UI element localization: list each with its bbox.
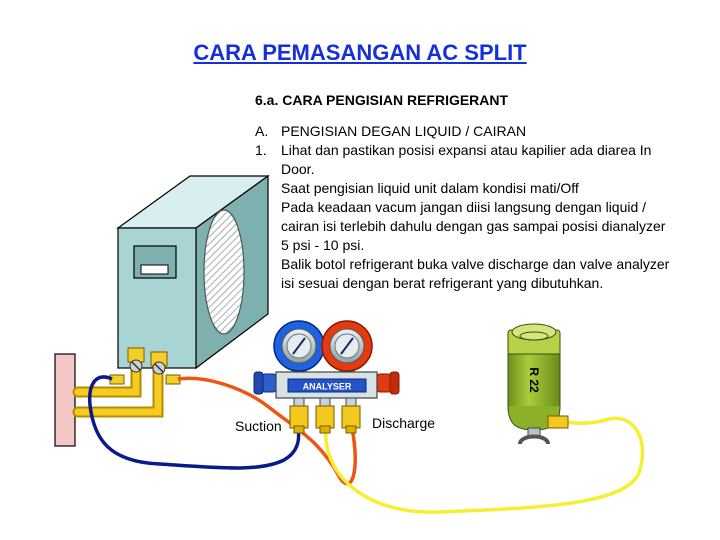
list-item: A. PENGISIAN DEGAN LIQUID / CAIRAN (255, 122, 675, 141)
list-marker: A. (255, 123, 269, 139)
page-title: CARA PEMASANGAN AC SPLIT (193, 40, 527, 65)
list-item: 1. Lihat dan pastikan posisi expansi ata… (255, 141, 675, 179)
discharge-hose (177, 376, 357, 486)
outdoor-unit (116, 174, 270, 370)
manifold-gauge: ANALYSER (253, 320, 400, 434)
list-text: Pada keadaan vacum jangan diisi langsung… (281, 199, 666, 253)
list-marker: 1. (255, 142, 267, 158)
charging-hose (324, 416, 645, 514)
section-subtitle: 6.a. CARA PENGISIAN REFRIGERANT (255, 92, 509, 108)
list-text: PENGISIAN DEGAN LIQUID / CAIRAN (281, 123, 527, 139)
suction-label: Suction (235, 418, 282, 434)
service-valves (109, 347, 181, 385)
fan-grille (203, 209, 245, 335)
discharge-label: Discharge (372, 415, 436, 431)
list-text: Balik botol refrigerant buka valve disch… (281, 256, 670, 291)
suction-hose (87, 375, 301, 470)
cylinder-label: R 22 (527, 367, 541, 393)
refrigerant-cylinder: R 22 (507, 323, 569, 445)
analyser-label: ANALYSER (303, 382, 352, 392)
list-text: Saat pengisian liquid unit dalam kondisi… (281, 180, 579, 196)
list-text: Lihat dan pastikan posisi expansi atau k… (281, 142, 652, 177)
wall (54, 353, 76, 447)
list-item: 4. Balik botol refrigerant buka valve di… (255, 255, 675, 293)
